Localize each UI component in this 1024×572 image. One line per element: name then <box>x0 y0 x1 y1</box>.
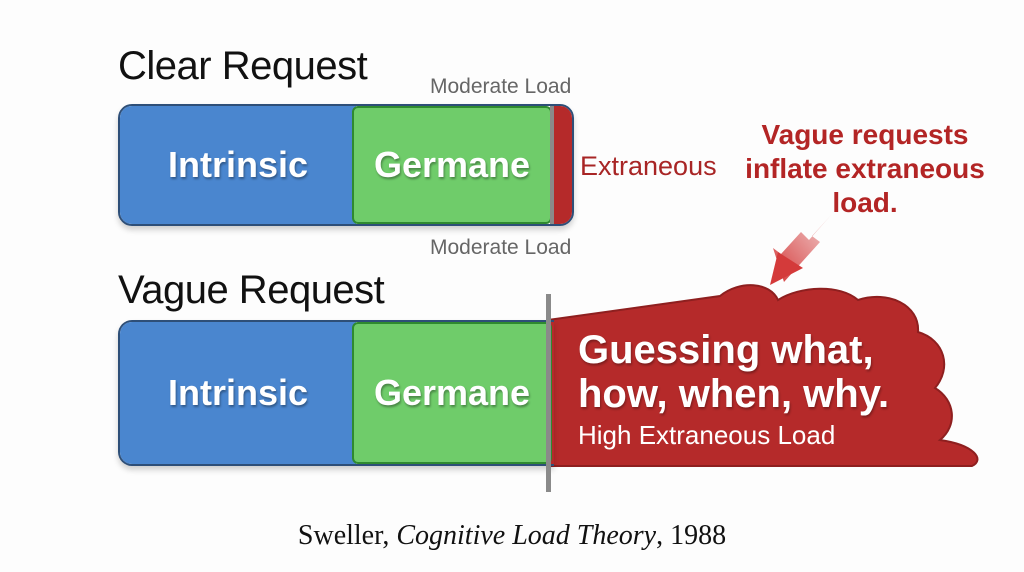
callout-text: Vague requests inflate extraneous load. <box>740 118 990 220</box>
extraneous-cloud-shape <box>547 284 979 467</box>
callout-line-3: load. <box>832 187 898 218</box>
vague-request-title: Vague Request <box>118 268 385 312</box>
clear-intrinsic-label: Intrinsic <box>167 144 309 185</box>
callout-line-2: inflate extraneous <box>745 153 985 184</box>
vague-request-bar: Intrinsic Germane <box>118 320 554 466</box>
clear-request-title: Clear Request <box>118 44 368 88</box>
cloud-main-text: Guessing what, how, when, why. <box>578 328 889 416</box>
clear-extraneous-label: Extraneous <box>580 151 717 181</box>
clear-germane-label: Germane <box>373 144 531 185</box>
vague-intrinsic-label: Intrinsic <box>167 372 309 413</box>
clear-load-label-bottom: Moderate Load <box>430 236 572 259</box>
citation: Sweller, Cognitive Load Theory, 1988 <box>0 520 1024 552</box>
clear-load-label-top: Moderate Load <box>430 75 572 98</box>
callout-line-1: Vague requests <box>761 119 969 150</box>
cloud-line-2: how, when, why. <box>578 372 890 416</box>
clear-request-bar: Intrinsic Germane <box>118 104 574 226</box>
citation-author: Sweller, <box>297 520 397 551</box>
cloud-sub-text: High Extraneous Load <box>578 420 836 450</box>
vague-germane-label: Germane <box>373 372 531 413</box>
vague-intrinsic-segment: Intrinsic <box>120 322 356 464</box>
clear-intrinsic-segment: Intrinsic <box>120 106 356 224</box>
cloud-line-1: Guessing what, <box>578 328 874 372</box>
vague-divider-line <box>546 294 551 492</box>
citation-year: , 1988 <box>656 520 727 551</box>
citation-work: Cognitive Load Theory <box>396 520 657 551</box>
clear-extraneous-divider <box>550 106 554 224</box>
callout-arrow-head <box>770 252 803 285</box>
clear-extraneous-segment <box>554 106 572 224</box>
vague-germane-segment: Germane <box>352 322 552 464</box>
clear-germane-segment: Germane <box>352 106 552 224</box>
